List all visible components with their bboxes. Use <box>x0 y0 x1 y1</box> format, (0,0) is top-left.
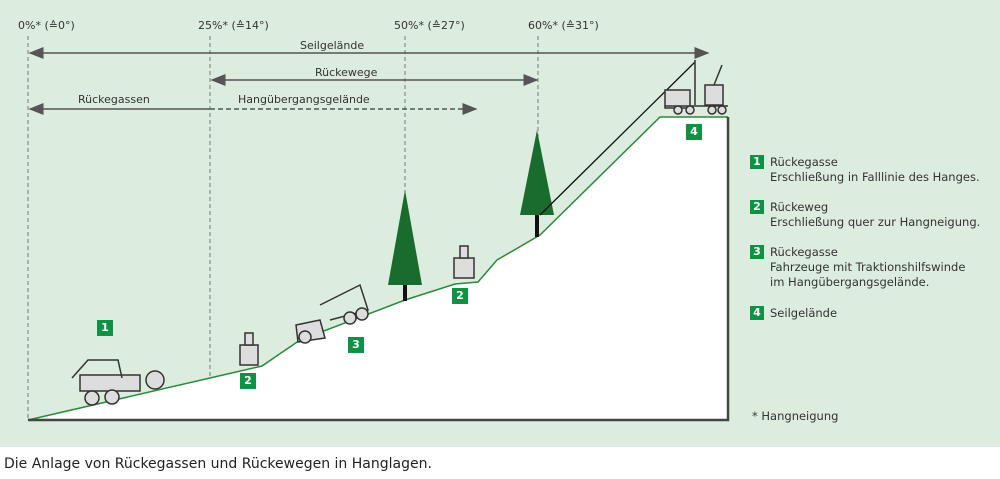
forwarder-icon <box>71 359 165 406</box>
tree-icon <box>520 130 554 237</box>
slope-25: 25%* (≙14°) <box>198 19 269 32</box>
range-hang-label: Hangübergangsgelände <box>238 93 370 106</box>
marker-3: 3 <box>348 337 364 353</box>
terrain <box>28 117 728 420</box>
winch-forwarder-icon <box>295 283 369 344</box>
cable-line <box>539 61 696 216</box>
marker-2: 2 <box>240 373 256 389</box>
cable-yarder-icon <box>664 60 728 115</box>
tractor-icon <box>239 332 259 366</box>
slope-50: 50%* (≙27°) <box>394 19 465 32</box>
tree-icon <box>388 190 422 301</box>
slope-0: 0%* (≙0°) <box>18 19 75 32</box>
footnote: * Hangneigung <box>752 409 839 423</box>
tractor-icon <box>453 245 475 279</box>
marker-4: 4 <box>686 124 702 140</box>
caption: Die Anlage von Rückegassen und Rückewege… <box>4 456 432 472</box>
marker-1: 1 <box>97 320 113 336</box>
slope-diagram: 0%* (≙0°) 25%* (≙14°) 50%* (≙27°) 60%* (… <box>18 19 730 422</box>
range-gassen-label: Rückegassen <box>78 93 150 106</box>
range-wege-label: Rückewege <box>315 66 378 79</box>
slope-60: 60%* (≙31°) <box>528 19 599 32</box>
range-seil-label: Seilgelände <box>300 39 364 52</box>
terrain-surface <box>27 116 728 421</box>
marker-2b: 2 <box>452 288 468 304</box>
terrain-base <box>28 117 730 422</box>
